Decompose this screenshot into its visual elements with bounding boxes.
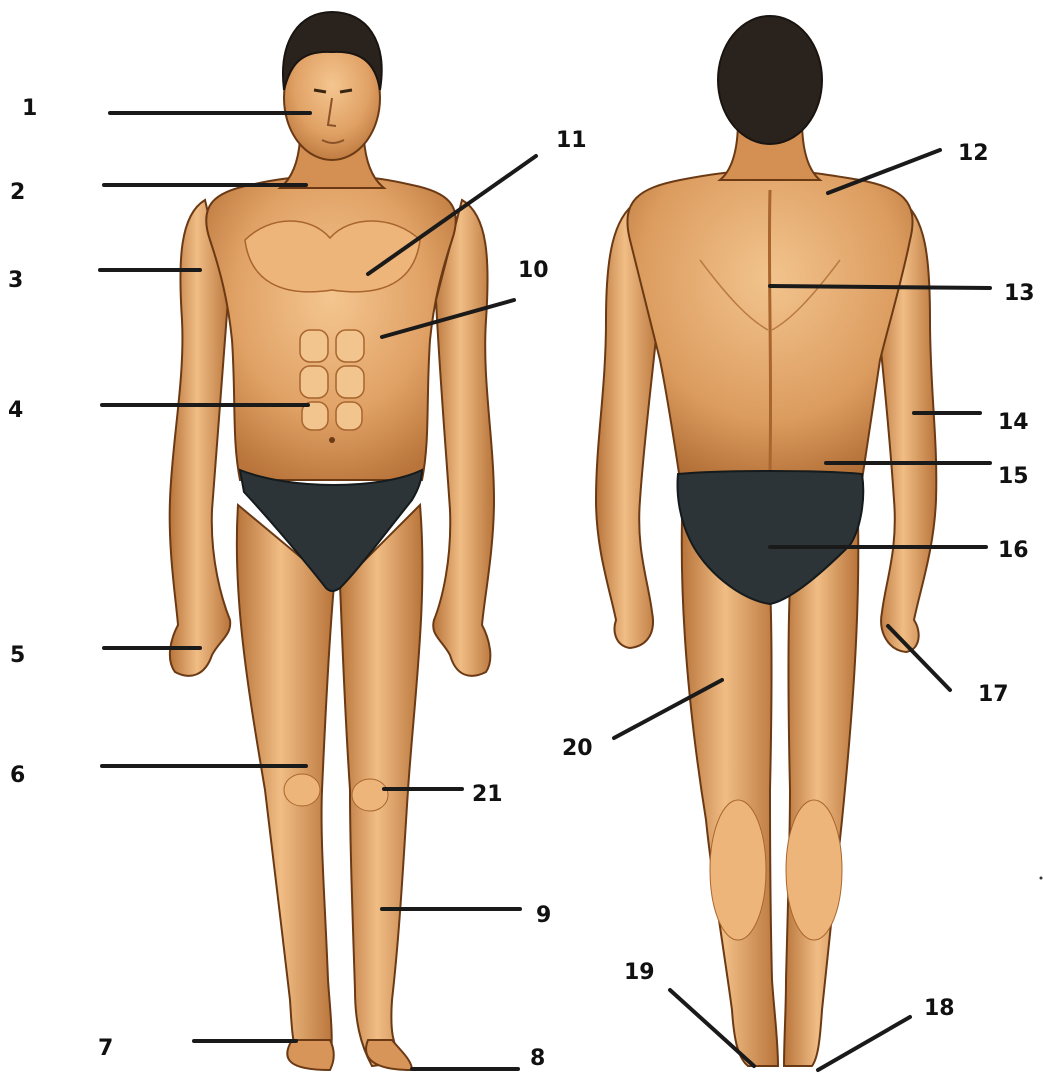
label-20: 20 [562, 738, 593, 760]
label-10: 10 [518, 260, 549, 282]
label-5: 5 [10, 645, 25, 667]
front-left-foot [287, 1040, 334, 1070]
label-2: 2 [10, 182, 25, 204]
front-figure [170, 12, 494, 1070]
label-11: 11 [556, 130, 587, 152]
label-14: 14 [998, 412, 1029, 434]
leader-18 [818, 1017, 910, 1070]
back-right-leg [784, 520, 858, 1066]
label-3: 3 [8, 270, 23, 292]
label-19: 19 [624, 962, 655, 984]
label-7: 7 [98, 1038, 113, 1060]
label-15: 15 [998, 466, 1029, 488]
label-16: 16 [998, 540, 1029, 562]
label-4: 4 [8, 400, 23, 422]
label-1: 1 [22, 98, 37, 120]
label-17: 17 [978, 684, 1009, 706]
label-9: 9 [536, 905, 551, 927]
back-head [718, 16, 822, 144]
label-13: 13 [1004, 283, 1035, 305]
label-21: 21 [472, 784, 503, 806]
label-18: 18 [924, 998, 955, 1020]
back-figure [596, 16, 936, 1066]
leader-13 [770, 286, 990, 288]
label-8: 8 [530, 1048, 545, 1070]
stray-dot [1040, 877, 1043, 880]
label-6: 6 [10, 765, 25, 787]
label-12: 12 [958, 143, 989, 165]
